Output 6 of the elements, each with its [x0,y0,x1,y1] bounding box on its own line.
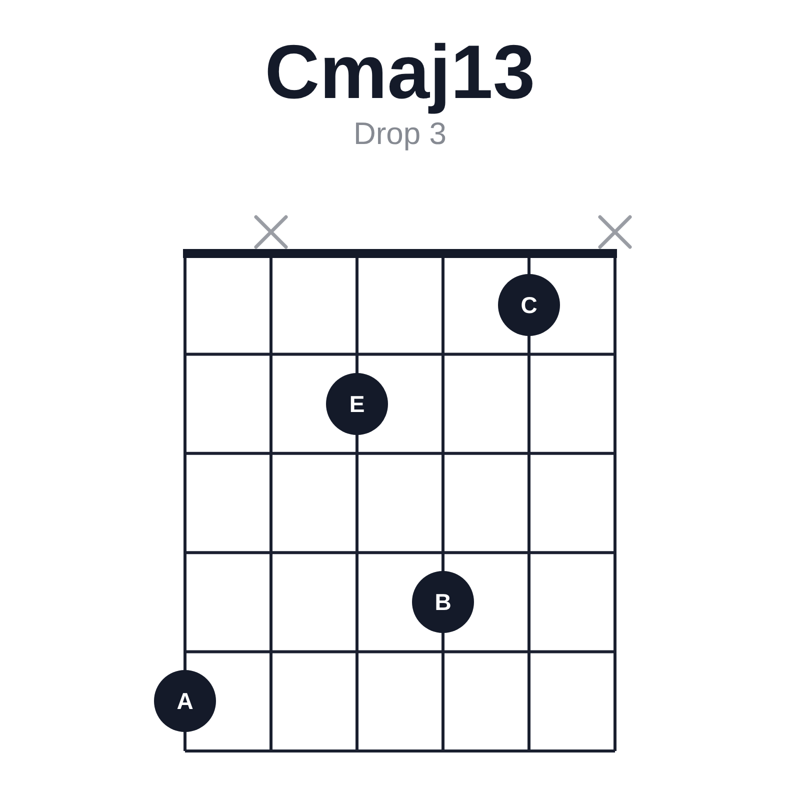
subtitle: Drop 3 [353,116,447,151]
note-name: B [434,589,452,616]
note-name: A [176,688,194,714]
chord-title: Cmaj13 [264,30,536,115]
note-name: C [520,292,538,318]
note-name: E [349,390,365,417]
